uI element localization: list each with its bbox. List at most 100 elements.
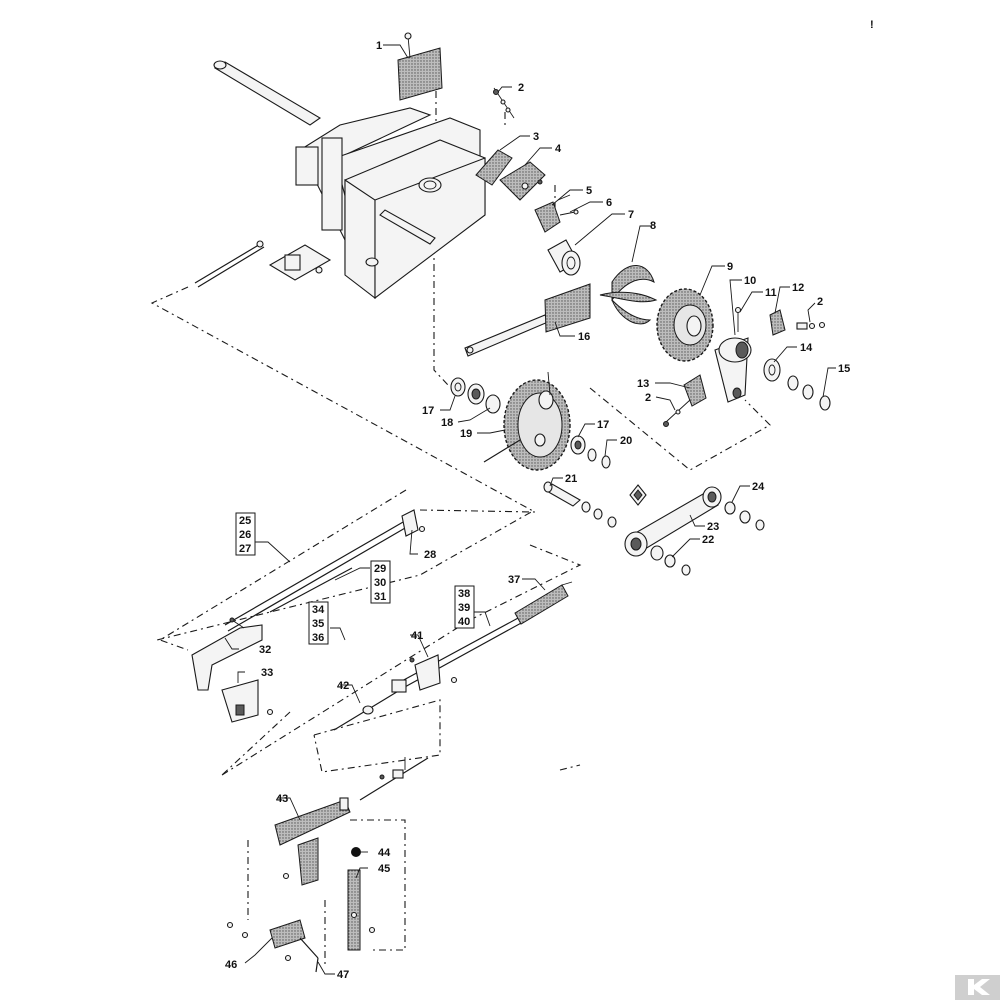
label-18: 18 xyxy=(441,417,453,429)
part-16-bar xyxy=(464,283,591,357)
part-22-washers xyxy=(650,545,691,576)
svg-text:38: 38 xyxy=(458,588,470,600)
leader-lines xyxy=(224,44,836,975)
part-43-lever xyxy=(274,797,351,886)
label-43: 43 xyxy=(276,793,288,805)
svg-text:27: 27 xyxy=(239,543,251,555)
svg-text:35: 35 xyxy=(312,618,324,630)
label-11: 11 xyxy=(765,287,777,299)
part-23-link xyxy=(624,486,722,557)
label-17-left: 17 xyxy=(422,405,434,417)
label-33: 33 xyxy=(261,667,273,679)
label-14: 14 xyxy=(800,342,813,354)
part-14-washer xyxy=(763,358,781,382)
part-46-plate xyxy=(226,919,306,949)
svg-text:29: 29 xyxy=(374,563,386,575)
label-17-right: 17 xyxy=(597,419,609,431)
part-45-link xyxy=(347,869,376,951)
part-37-spring xyxy=(514,581,573,625)
svg-text:40: 40 xyxy=(458,616,470,628)
part-25-shaft-group xyxy=(224,509,426,632)
svg-text:31: 31 xyxy=(374,591,386,603)
part-29-rod xyxy=(269,567,353,613)
label-28: 28 xyxy=(424,549,436,561)
label-15: 15 xyxy=(838,363,850,375)
main-frame xyxy=(194,60,486,300)
part-2-screw-right xyxy=(796,321,826,330)
part-3-bracket xyxy=(475,149,513,186)
label-21: 21 xyxy=(565,473,577,485)
part-24-washers xyxy=(724,501,765,531)
label-group-34-35-36: 34 35 36 xyxy=(308,601,329,645)
part-11-pin xyxy=(734,306,742,332)
part-21-shaft xyxy=(543,481,617,528)
label-32: 32 xyxy=(259,644,271,656)
svg-text:39: 39 xyxy=(458,602,470,614)
label-41: 41 xyxy=(411,630,423,642)
part-12-plate xyxy=(769,309,786,336)
label-23: 23 xyxy=(707,521,719,533)
svg-text:25: 25 xyxy=(239,515,251,527)
label-4: 4 xyxy=(555,143,562,155)
svg-text:30: 30 xyxy=(374,577,386,589)
label-group-38-39-40: 38 39 40 xyxy=(454,585,475,629)
label-5: 5 xyxy=(586,185,592,197)
label-42: 42 xyxy=(337,680,349,692)
label-22: 22 xyxy=(702,534,714,546)
part-1-plate xyxy=(397,32,443,101)
svg-text:36: 36 xyxy=(312,632,324,644)
part-42-rod xyxy=(333,679,407,731)
svg-text:26: 26 xyxy=(239,529,251,541)
part-2-screw-top xyxy=(493,87,515,119)
label-44: 44 xyxy=(378,847,391,859)
part-41-bracket xyxy=(409,654,458,691)
part-2-screw-lower xyxy=(663,399,691,427)
part-7-bushing xyxy=(547,239,581,276)
part-33-bracket xyxy=(221,679,274,723)
part-19-gear xyxy=(483,371,571,471)
label-9: 9 xyxy=(727,261,733,273)
part-4-plate xyxy=(499,161,546,201)
label-19: 19 xyxy=(460,428,472,440)
label-2-right: 2 xyxy=(817,296,823,308)
svg-text:34: 34 xyxy=(312,604,325,616)
label-16: 16 xyxy=(578,331,590,343)
part-32-lever xyxy=(191,617,263,691)
part-10-arm xyxy=(714,337,752,403)
part-labels: 1 2 3 4 5 6 7 8 9 10 11 12 2 13 2 14 15 … xyxy=(225,40,850,981)
label-1: 1 xyxy=(376,40,382,52)
corner-mark: ! xyxy=(870,19,874,31)
label-group-25-26-27: 25 26 27 xyxy=(235,512,256,556)
label-2: 2 xyxy=(518,82,524,94)
label-20: 20 xyxy=(620,435,632,447)
part-13-plate xyxy=(683,374,707,407)
part-6-pin xyxy=(559,209,579,216)
label-13: 13 xyxy=(637,378,649,390)
label-46: 46 xyxy=(225,959,237,971)
part-20-washers xyxy=(587,448,611,469)
label-45: 45 xyxy=(378,863,390,875)
label-6: 6 xyxy=(606,197,612,209)
part-47-rod xyxy=(284,937,319,973)
label-7: 7 xyxy=(628,209,634,221)
part-17-bearing-right xyxy=(570,435,586,455)
part-9-gear xyxy=(656,288,714,362)
part-5-clip xyxy=(534,194,571,233)
label-2-lower: 2 xyxy=(645,392,651,404)
label-10: 10 xyxy=(744,275,756,287)
part-18-bearing xyxy=(467,383,501,414)
label-37: 37 xyxy=(508,574,520,586)
label-group-29-30-31: 29 30 31 xyxy=(370,560,391,604)
part-8-cam xyxy=(599,265,658,325)
logo-text: K xyxy=(0,0,1,1)
part-44-ball xyxy=(351,847,361,857)
label-12: 12 xyxy=(792,282,804,294)
label-24: 24 xyxy=(752,481,765,493)
part-link-rod-bottom xyxy=(359,757,429,801)
part-15-washers xyxy=(787,375,831,411)
label-47: 47 xyxy=(337,969,349,981)
label-3: 3 xyxy=(533,131,539,143)
lubricate-symbol xyxy=(629,484,647,506)
